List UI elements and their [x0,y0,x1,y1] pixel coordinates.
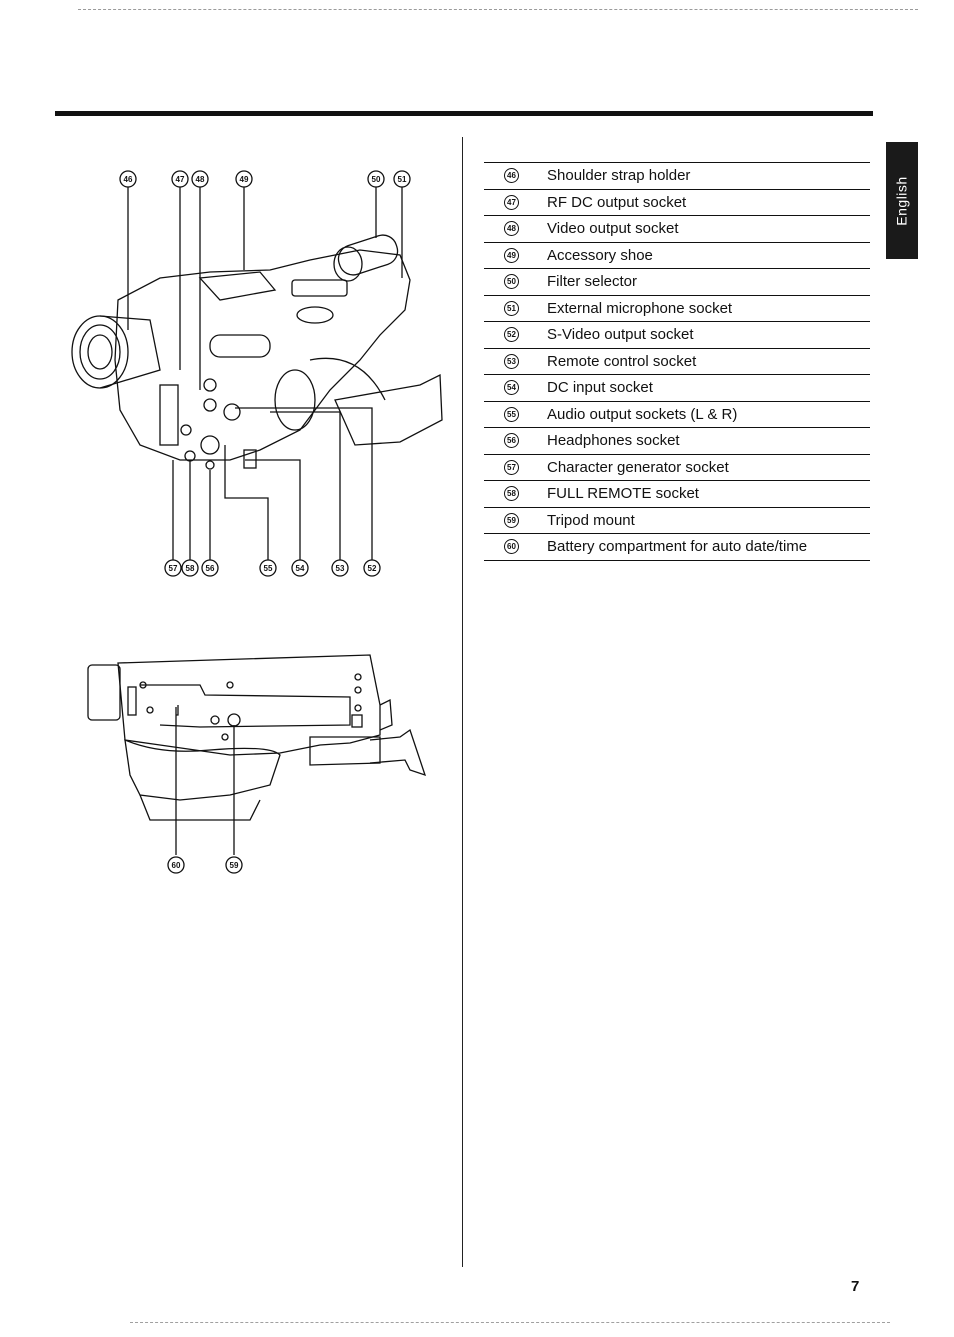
callout-60: 60 [172,861,181,870]
row-number: 52 [504,327,519,343]
svg-text:46: 46 [124,175,133,184]
table-row: 56 Headphones socket [484,428,870,455]
row-number: 59 [504,512,519,528]
callout-55: 55 [264,564,273,573]
svg-text:51: 51 [398,175,407,184]
camcorder-bottom-illustration: 60 59 [87,654,427,874]
language-tab: English [886,142,918,259]
row-label: Battery compartment for auto date/time [547,538,808,556]
row-label: Audio output sockets (L & R) [547,405,738,423]
row-number: 51 [504,300,519,316]
callout-54: 54 [296,564,305,573]
row-number: 55 [504,406,519,422]
row-number: 60 [504,539,519,555]
row-number: 49 [504,247,519,263]
table-row: 57 Character generator socket [484,455,870,481]
row-label: RF DC output socket [547,193,687,211]
table-row: 49 Accessory shoe [484,243,870,269]
page-number: 7 [851,1278,860,1295]
callout-49: 49 [235,170,253,270]
svg-text:49: 49 [240,175,249,184]
callout-58: 58 [186,564,195,573]
table-row: 58 FULL REMOTE socket [484,481,870,508]
row-label: FULL REMOTE socket [547,485,699,503]
row-label: External microphone socket [547,299,733,317]
callout-46: 46 [119,170,137,330]
row-label: Filter selector [547,273,638,291]
table-row: 50 Filter selector [484,269,870,296]
table-row: 60 Battery compartment for auto date/time [484,534,870,561]
callout-57: 57 [169,564,178,573]
row-number: 58 [504,486,519,502]
callout-50: 50 [367,170,385,238]
callout-47: 47 [171,170,189,370]
callout-52: 52 [368,564,377,573]
row-label: Headphones socket [547,432,680,450]
row-number: 54 [504,380,519,396]
scan-artifact-top [78,9,918,10]
row-label: DC input socket [547,379,653,397]
row-label: Tripod mount [547,511,635,529]
parts-list-table: 46 Shoulder strap holder 47 RF DC output s… [484,162,870,561]
row-number: 48 [504,221,519,237]
callout-53: 53 [336,564,345,573]
table-row: 48 Video output socket [484,216,870,243]
table-row: 51 External microphone socket [484,296,870,322]
svg-text:47: 47 [176,175,185,184]
header-rule [55,111,873,116]
callout-48: 48 [191,170,209,390]
table-row: 59 Tripod mount [484,508,870,534]
bottom-callouts-top-figure [164,559,381,577]
table-row: 54 DC input socket [484,375,870,402]
bottom-figure-callouts [167,856,243,874]
row-label: Video output socket [547,220,679,238]
row-label: Accessory shoe [547,246,653,264]
table-row: 53 Remote control socket [484,349,870,375]
table-row: 52 S-Video output socket [484,322,870,349]
row-number: 57 [504,459,519,475]
row-label: S-Video output socket [547,326,694,344]
column-divider [462,137,463,1267]
table-row: 46 Shoulder strap holder [484,163,870,190]
row-number: 47 [504,194,519,210]
svg-text:50: 50 [372,175,381,184]
table-row: 47 RF DC output socket [484,190,870,216]
row-number: 56 [504,433,519,449]
row-number: 50 [504,274,519,290]
svg-text:48: 48 [196,175,205,184]
callout-56: 56 [206,564,215,573]
row-number: 46 [504,168,519,184]
row-label: Shoulder strap holder [547,167,691,185]
row-label: Character generator socket [547,458,729,476]
camcorder-front-illustration: 46 47 48 49 50 51 [71,170,443,577]
scan-artifact-bottom [130,1322,890,1323]
callout-59: 59 [230,861,239,870]
row-label: Remote control socket [547,352,697,370]
row-number: 53 [504,353,519,369]
callout-51: 51 [393,170,411,278]
table-top-rule [484,162,870,163]
table-row: 55 Audio output sockets (L & R) [484,402,870,428]
language-tab-label: English [894,175,911,226]
